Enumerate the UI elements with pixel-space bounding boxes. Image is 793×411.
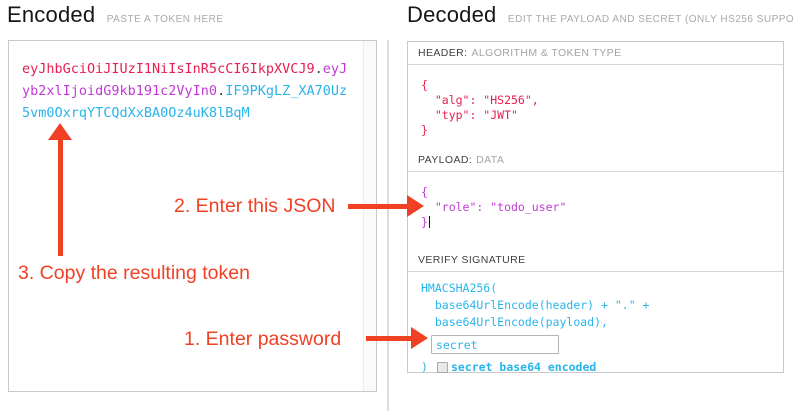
header-json-line: { (421, 78, 428, 92)
annotation-step3-arrow-head-icon (48, 123, 72, 140)
payload-json-line: { (421, 185, 428, 199)
header-json-line: } (421, 123, 428, 137)
signature-code-line: HMACSHA256( (421, 281, 498, 295)
annotation-step1-arrow-line (366, 336, 412, 341)
textarea-scrollbar[interactable] (363, 41, 376, 391)
payload-json-editor[interactable]: { "role": "todo_user" } (408, 172, 783, 249)
annotation-step2-arrow-line (348, 204, 408, 209)
signature-section-bar: VERIFY SIGNATURE (408, 249, 783, 272)
annotation-step1-arrow-head-icon (411, 327, 428, 349)
annotation-step2-arrow-head-icon (407, 195, 424, 217)
annotation-step2: 2. Enter this JSON (174, 195, 336, 217)
encoded-subtitle: PASTE A TOKEN HERE (106, 14, 224, 25)
decoded-subtitle: EDIT THE PAYLOAD AND SECRET (ONLY HS256 … (507, 14, 793, 25)
payload-json-line: } (421, 215, 783, 230)
header-json-editor[interactable]: { "alg": "HS256", "typ": "JWT" } (408, 65, 783, 149)
encoded-title: Encoded (7, 2, 96, 27)
secret-input[interactable] (431, 335, 559, 354)
token-separator: . (314, 61, 323, 77)
signature-close-row: ) secret base64 encoded (421, 359, 783, 376)
header-section-label: HEADER: (418, 47, 468, 59)
header-json-line: "alg": "HS256", (421, 93, 539, 107)
payload-section-bar: PAYLOAD: DATA (408, 149, 783, 172)
token-signature-segment: IF9PKgLZ_XA70Uz5vm0OxrqYTCQdXxBA0Oz4uK8l… (22, 83, 348, 121)
decoded-title-row: Decoded EDIT THE PAYLOAD AND SECRET (ONL… (407, 2, 793, 28)
token-payload-segment: eyJyb2xlIjoidG9kb191c2VyIn0 (22, 61, 348, 99)
decoded-title: Decoded (407, 2, 497, 27)
encoded-token-textarea[interactable]: eyJhbGciOiJIUzI1NiIsInR5cCI6IkpXVCJ9.eyJ… (8, 40, 377, 392)
payload-json-line: "role": "todo_user" (421, 200, 567, 214)
header-section-bar: HEADER: ALGORITHM & TOKEN TYPE (408, 42, 783, 65)
signature-code-line: base64UrlEncode(header) + "." + (421, 298, 650, 312)
signature-section-label: VERIFY SIGNATURE (418, 254, 526, 266)
token-header-segment: eyJhbGciOiJIUzI1NiIsInR5cCI6IkpXVCJ9 (22, 61, 315, 77)
signature-editor: HMACSHA256( base64UrlEncode(header) + ".… (408, 272, 783, 376)
header-json-line: "typ": "JWT" (421, 108, 518, 122)
signature-code-line: base64UrlEncode(payload), (421, 315, 608, 329)
close-paren: ) (421, 360, 428, 374)
annotation-step1: 1. Enter password (184, 328, 342, 350)
decoded-panel: HEADER: ALGORITHM & TOKEN TYPE { "alg": … (407, 41, 784, 376)
header-section-sublabel: ALGORITHM & TOKEN TYPE (471, 47, 622, 59)
jwt-token-text: eyJhbGciOiJIUzI1NiIsInR5cCI6IkpXVCJ9.eyJ… (22, 58, 355, 124)
encoded-title-row: Encoded PASTE A TOKEN HERE (7, 2, 224, 28)
payload-section-sublabel: DATA (476, 154, 505, 166)
payload-section-label: PAYLOAD: (418, 154, 473, 166)
base64-encoded-checkbox[interactable] (436, 362, 448, 373)
annotation-step3: 3. Copy the resulting token (18, 262, 250, 284)
token-separator: . (217, 83, 226, 99)
annotation-step3-arrow-line (58, 139, 63, 256)
base64-encoded-label: secret base64 encoded (450, 360, 597, 374)
text-cursor (428, 216, 431, 228)
column-divider (387, 40, 389, 411)
